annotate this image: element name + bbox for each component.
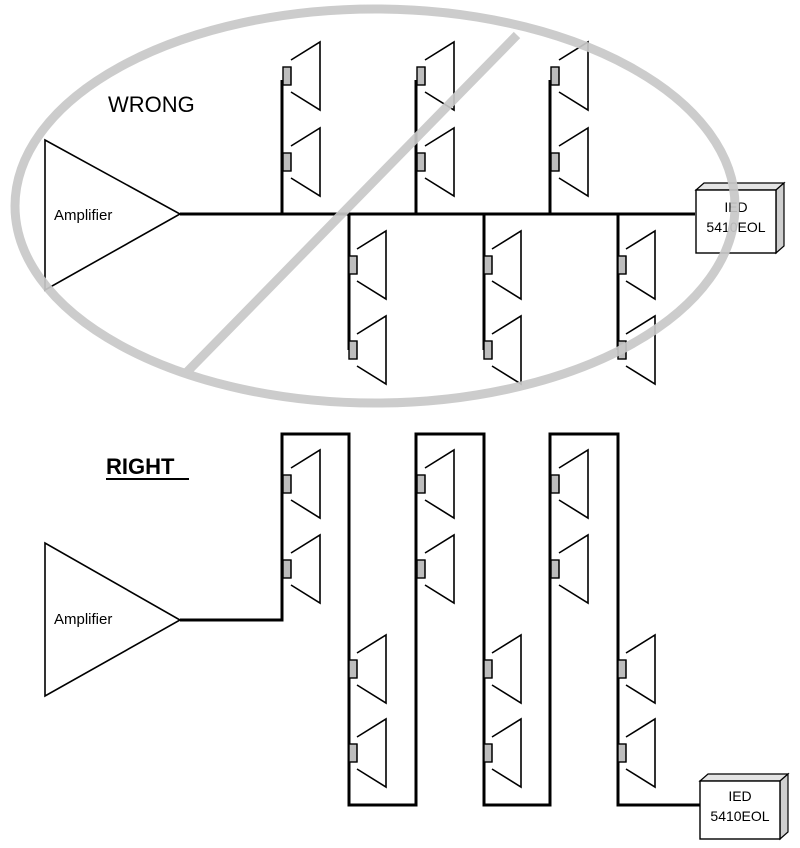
speaker-icon (550, 127, 589, 197)
right-title: RIGHT (106, 454, 175, 479)
speaker-icon (483, 634, 522, 704)
right-amplifier: Amplifier (44, 541, 182, 698)
right-section: Amplifier IED 5410EOL RIGHT (44, 432, 790, 841)
right-speakers (282, 449, 656, 788)
speaker-icon (282, 41, 321, 111)
speaker-icon (416, 449, 455, 519)
speaker-icon (416, 127, 455, 197)
wrong-wiring (180, 80, 695, 350)
speaker-icon (483, 315, 522, 385)
speaker-icon (617, 634, 656, 704)
right-ied-box: IED 5410EOL (698, 772, 790, 841)
speaker-icon (550, 534, 589, 604)
speaker-icon (282, 127, 321, 197)
wrong-title: WRONG (108, 92, 195, 117)
right-ied-line1: IED (728, 788, 751, 804)
prohibition-sign-icon (10, 4, 740, 408)
speaker-icon (348, 230, 387, 300)
speaker-icon (550, 41, 589, 111)
speaker-icon (483, 718, 522, 788)
wrong-amplifier: Amplifier (44, 138, 182, 292)
speaker-icon (348, 718, 387, 788)
speaker-icon (282, 449, 321, 519)
wrong-section: Amplifier IED 5410EOL WRONG (10, 4, 786, 408)
right-title-group: RIGHT (106, 454, 189, 480)
speaker-icon (550, 449, 589, 519)
speaker-icon (617, 230, 656, 300)
wrong-amplifier-label: Amplifier (54, 207, 112, 224)
amplifier-triangle-icon (44, 541, 182, 698)
speaker-icon (617, 718, 656, 788)
wrong-ied-box: IED 5410EOL (694, 181, 786, 255)
speaker-icon (348, 315, 387, 385)
speaker-icon (416, 534, 455, 604)
speaker-icon (483, 230, 522, 300)
amplifier-triangle-icon (44, 138, 182, 292)
speaker-icon (348, 634, 387, 704)
right-ied-line2: 5410EOL (710, 808, 769, 824)
right-wiring (180, 432, 700, 807)
speaker-icon (282, 534, 321, 604)
right-amplifier-label: Amplifier (54, 611, 112, 628)
